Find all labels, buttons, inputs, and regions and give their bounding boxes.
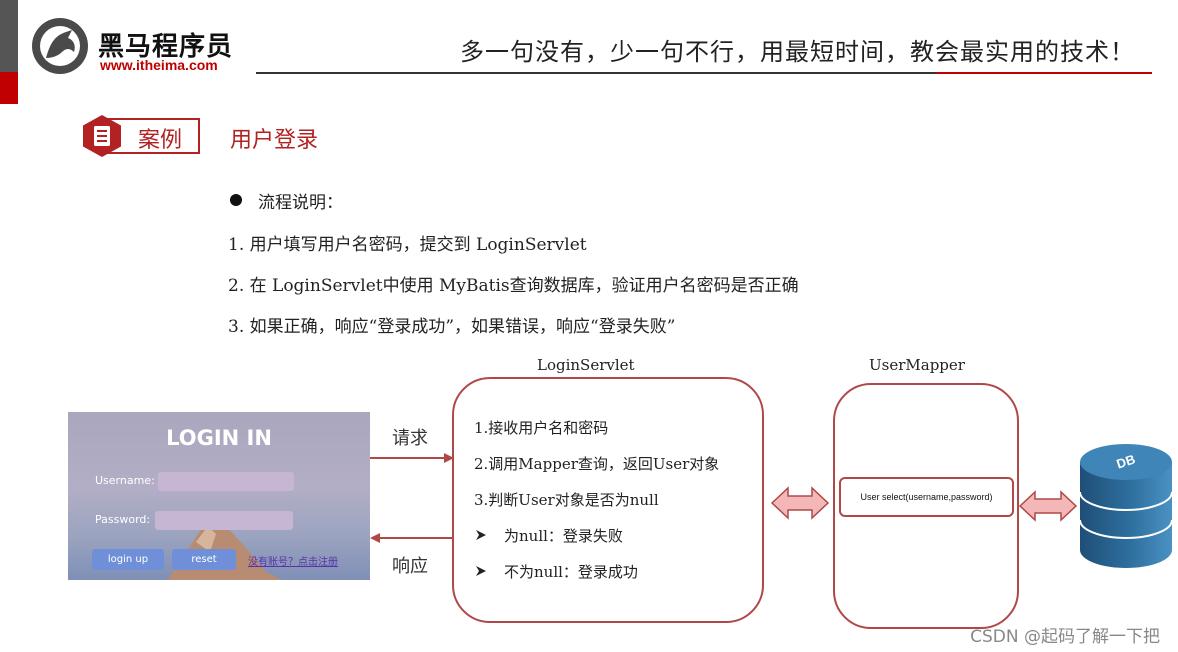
- header-divider-accent: [936, 72, 1152, 74]
- request-label: 请求: [392, 428, 428, 449]
- step-1: 1. 用户填写用户名密码，提交到 LoginServlet: [228, 235, 587, 255]
- logo-url: www.itheima.com: [100, 57, 218, 73]
- steps-heading: 流程说明：: [258, 193, 343, 213]
- logo-text: 黑马程序员: [98, 32, 234, 62]
- login-servlet-title: LoginServlet: [537, 356, 635, 374]
- slogan: 多一句没有，少一句不行，用最短时间，教会最实用的技术！: [460, 38, 1135, 66]
- request-response-arrows: [370, 453, 454, 543]
- case-badge-label: 案例: [138, 128, 183, 153]
- username-input[interactable]: [158, 472, 294, 491]
- user-mapper-box: [833, 383, 1019, 629]
- bullet-icon: [230, 194, 242, 206]
- servlet-line-2: 2.调用Mapper查询，返回User对象: [474, 455, 720, 473]
- servlet-line-3: 3.判断User对象是否为null: [474, 491, 659, 509]
- password-input[interactable]: [155, 511, 293, 530]
- horse-logo-icon: [32, 18, 88, 74]
- arrow-bullet-icon: [474, 527, 488, 541]
- response-label: 响应: [392, 556, 428, 577]
- mapper-method: User select(username,password): [839, 477, 1014, 517]
- login-title: LOGIN IN: [166, 426, 272, 450]
- step-3: 3. 如果正确，响应“登录成功”，如果错误，响应“登录失败”: [228, 317, 676, 337]
- database-icon: DB: [1079, 444, 1173, 568]
- login-servlet-box: [452, 377, 764, 623]
- password-label: Password:: [95, 513, 151, 526]
- document-icon: [80, 114, 124, 158]
- double-arrow-icon: [1018, 490, 1078, 522]
- arrow-bullet-icon: [474, 563, 488, 577]
- servlet-sub-item-2: 不为null：登录成功: [504, 563, 638, 581]
- user-mapper-title: UserMapper: [869, 356, 965, 374]
- login-panel: LOGIN IN Username: Password: login up re…: [68, 412, 370, 580]
- database-label: DB: [1115, 451, 1137, 471]
- register-link[interactable]: 没有账号？点击注册: [248, 557, 338, 568]
- servlet-line-1: 1.接收用户名和密码: [474, 419, 609, 437]
- servlet-sub-item-1: 为null：登录失败: [504, 527, 623, 545]
- login-button[interactable]: login up: [92, 549, 164, 570]
- case-title: 用户登录: [230, 128, 319, 153]
- header-red-strip: [0, 72, 18, 104]
- header-divider: [256, 72, 1152, 74]
- double-arrow-icon: [770, 486, 830, 520]
- step-2: 2. 在 LoginServlet中使用 MyBatis查询数据库，验证用户名密…: [228, 276, 799, 296]
- reset-button[interactable]: reset: [172, 549, 236, 570]
- header-gray-strip: [0, 0, 18, 72]
- watermark: CSDN @起码了解一下把: [970, 627, 1160, 647]
- username-label: Username:: [95, 474, 155, 487]
